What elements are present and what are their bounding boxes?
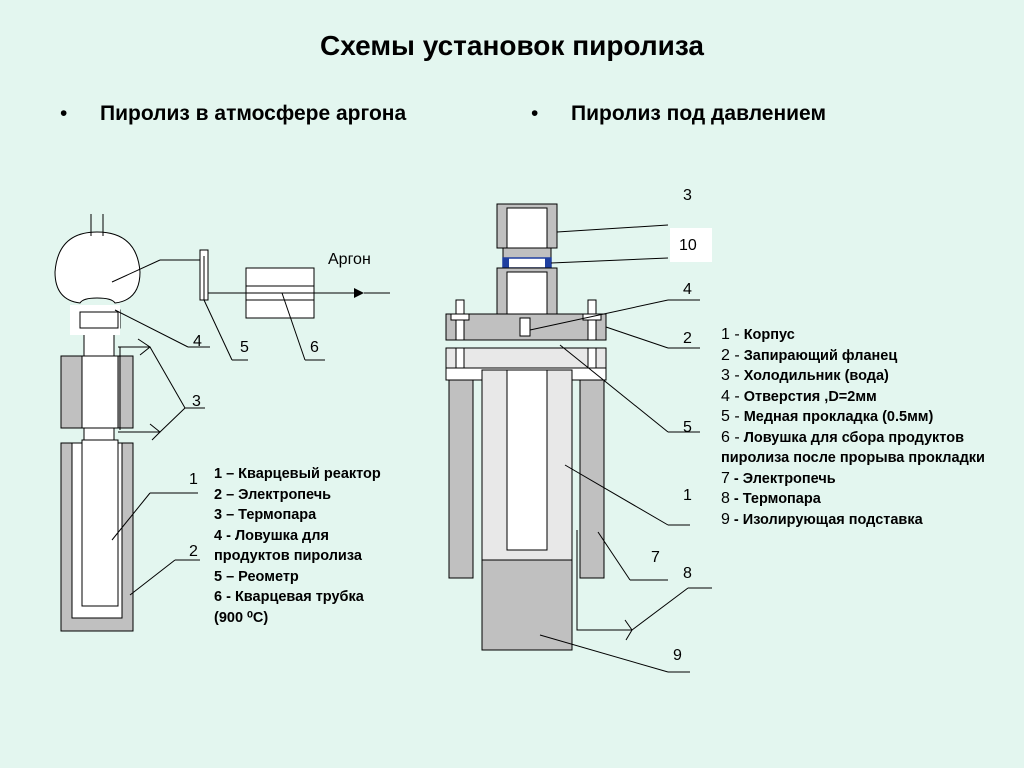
reactor-cap <box>79 311 119 329</box>
label-num-3: 3 <box>192 393 201 410</box>
legend-num: 8 <box>721 490 730 507</box>
legend-item: 6 - Ловушка для сбора продуктов пиролиза… <box>721 428 1021 469</box>
label-num-5r: 5 <box>683 419 692 436</box>
legend-item: 1 - Корпус <box>721 325 1021 346</box>
legend-num: 3 - <box>721 367 740 384</box>
leader-10 <box>550 257 669 264</box>
label-num-5: 5 <box>240 339 249 356</box>
label-num-4r: 4 <box>683 281 692 298</box>
legend-item: продуктов пиролиза <box>214 548 362 564</box>
bullet-pressure-text: Пиролиз под давлением <box>571 102 826 125</box>
leader-4 <box>114 309 189 348</box>
legend-item: 9 - Изолирующая подставка <box>721 510 1021 531</box>
legend-text: Холодильник (вода) <box>739 368 889 384</box>
leader-6 <box>281 292 306 361</box>
bullet-dot-icon: • <box>60 102 68 125</box>
trap-flask <box>54 231 141 304</box>
leader-3r <box>556 224 669 233</box>
label-num-6: 6 <box>310 339 319 356</box>
legend-num: 7 <box>721 469 730 487</box>
label-num-4: 4 <box>193 333 202 350</box>
legend-item: 4 - Ловушка для <box>214 527 329 544</box>
furnace-wall-right <box>579 379 605 579</box>
label-num-8: 8 <box>683 565 692 582</box>
argon-setup-drawing <box>54 214 390 632</box>
legend-num: 4 - <box>721 387 740 405</box>
bullet-pressure: • Пиролиз под давлением <box>531 102 826 126</box>
leader-4r <box>529 299 669 331</box>
label-num-1r: 1 <box>683 487 692 504</box>
thermocouple-1 <box>118 346 150 430</box>
legend-item: 1 – Кварцевый реактор <box>214 466 381 482</box>
label-10-box <box>670 228 712 262</box>
bullet-argon: • Пиролиз в атмосфере аргона <box>60 102 407 126</box>
leader-2r <box>605 326 669 349</box>
legend-text: Ловушка для сбора продуктов пиролиза пос… <box>721 429 985 467</box>
legend-item: 2 - Запирающий фланец <box>721 346 1021 367</box>
legend-item: 3 - Холодильник (вода) <box>721 366 1021 387</box>
legend-text: - Электропечь <box>729 470 836 487</box>
slide-title: Схемы установок пиролиза <box>320 30 704 61</box>
label-num-2r: 2 <box>683 330 692 347</box>
legend-text: Запирающий фланец <box>739 347 898 364</box>
pressure-setup-drawing <box>445 203 712 673</box>
label-num-1: 1 <box>189 471 198 488</box>
label-num-2: 2 <box>189 543 198 560</box>
legend-text: - Изолирующая подставка <box>729 511 923 528</box>
legend-item: 7 - Электропечь <box>721 469 1021 490</box>
legend-text: Медная прокладка (0.5мм) <box>739 409 934 425</box>
legend-item: (900 ⁰С) <box>214 609 269 626</box>
legend-item: 2 – Электропечь <box>214 486 332 503</box>
legend-num: 1 - <box>721 326 740 343</box>
leader-4a <box>111 259 161 283</box>
body-flange <box>445 347 607 369</box>
legend-item: 4 - Отверстия ,D=2мм <box>721 387 1021 408</box>
copper-gasket-marker <box>502 257 552 269</box>
legend-pressure: 1 - Корпус 2 - Запирающий фланец 3 - Хол… <box>721 325 1021 530</box>
legend-num: 2 - <box>721 346 740 364</box>
leader-3a <box>149 346 186 409</box>
legend-item: 5 – Реометр <box>214 568 299 585</box>
body-inner <box>506 369 548 551</box>
leader-7 <box>597 531 631 581</box>
bullet-dot-icon: • <box>531 102 539 125</box>
legend-text: - Термопара <box>729 491 821 507</box>
leader-9 <box>539 634 669 673</box>
legend-item: 3 – Термопара <box>214 507 317 523</box>
leader-1r <box>564 464 669 526</box>
label-num-3r: 3 <box>683 187 692 204</box>
legend-item: 5 - Медная прокладка (0.5мм) <box>721 407 1021 428</box>
label-num-10: 10 <box>679 237 697 254</box>
furnace-wall-left <box>448 379 474 579</box>
thermocouple-8 <box>576 530 632 631</box>
legend-text: Отверстия ,D=2мм <box>739 388 877 405</box>
bullet-argon-text: Пиролиз в атмосфере аргона <box>100 102 407 125</box>
label-num-7: 7 <box>651 549 660 566</box>
argon-label: Аргон <box>328 251 371 268</box>
legend-text: Корпус <box>739 327 795 343</box>
legend-argon: 1 – Кварцевый реактор 2 – Электропечь 3 … <box>214 464 381 628</box>
legend-num: 6 - <box>721 428 740 446</box>
leader-8 <box>631 587 689 631</box>
legend-item: 8 - Термопара <box>721 489 1021 510</box>
legend-item: 6 - Кварцевая трубка <box>214 589 364 605</box>
legend-num: 5 - <box>721 408 740 425</box>
label-num-9: 9 <box>673 647 682 664</box>
insulating-stand <box>481 559 573 651</box>
legend-num: 9 <box>721 510 730 528</box>
leader-5r <box>559 344 669 433</box>
leader-5 <box>203 299 233 361</box>
hole-d2 <box>519 317 531 337</box>
